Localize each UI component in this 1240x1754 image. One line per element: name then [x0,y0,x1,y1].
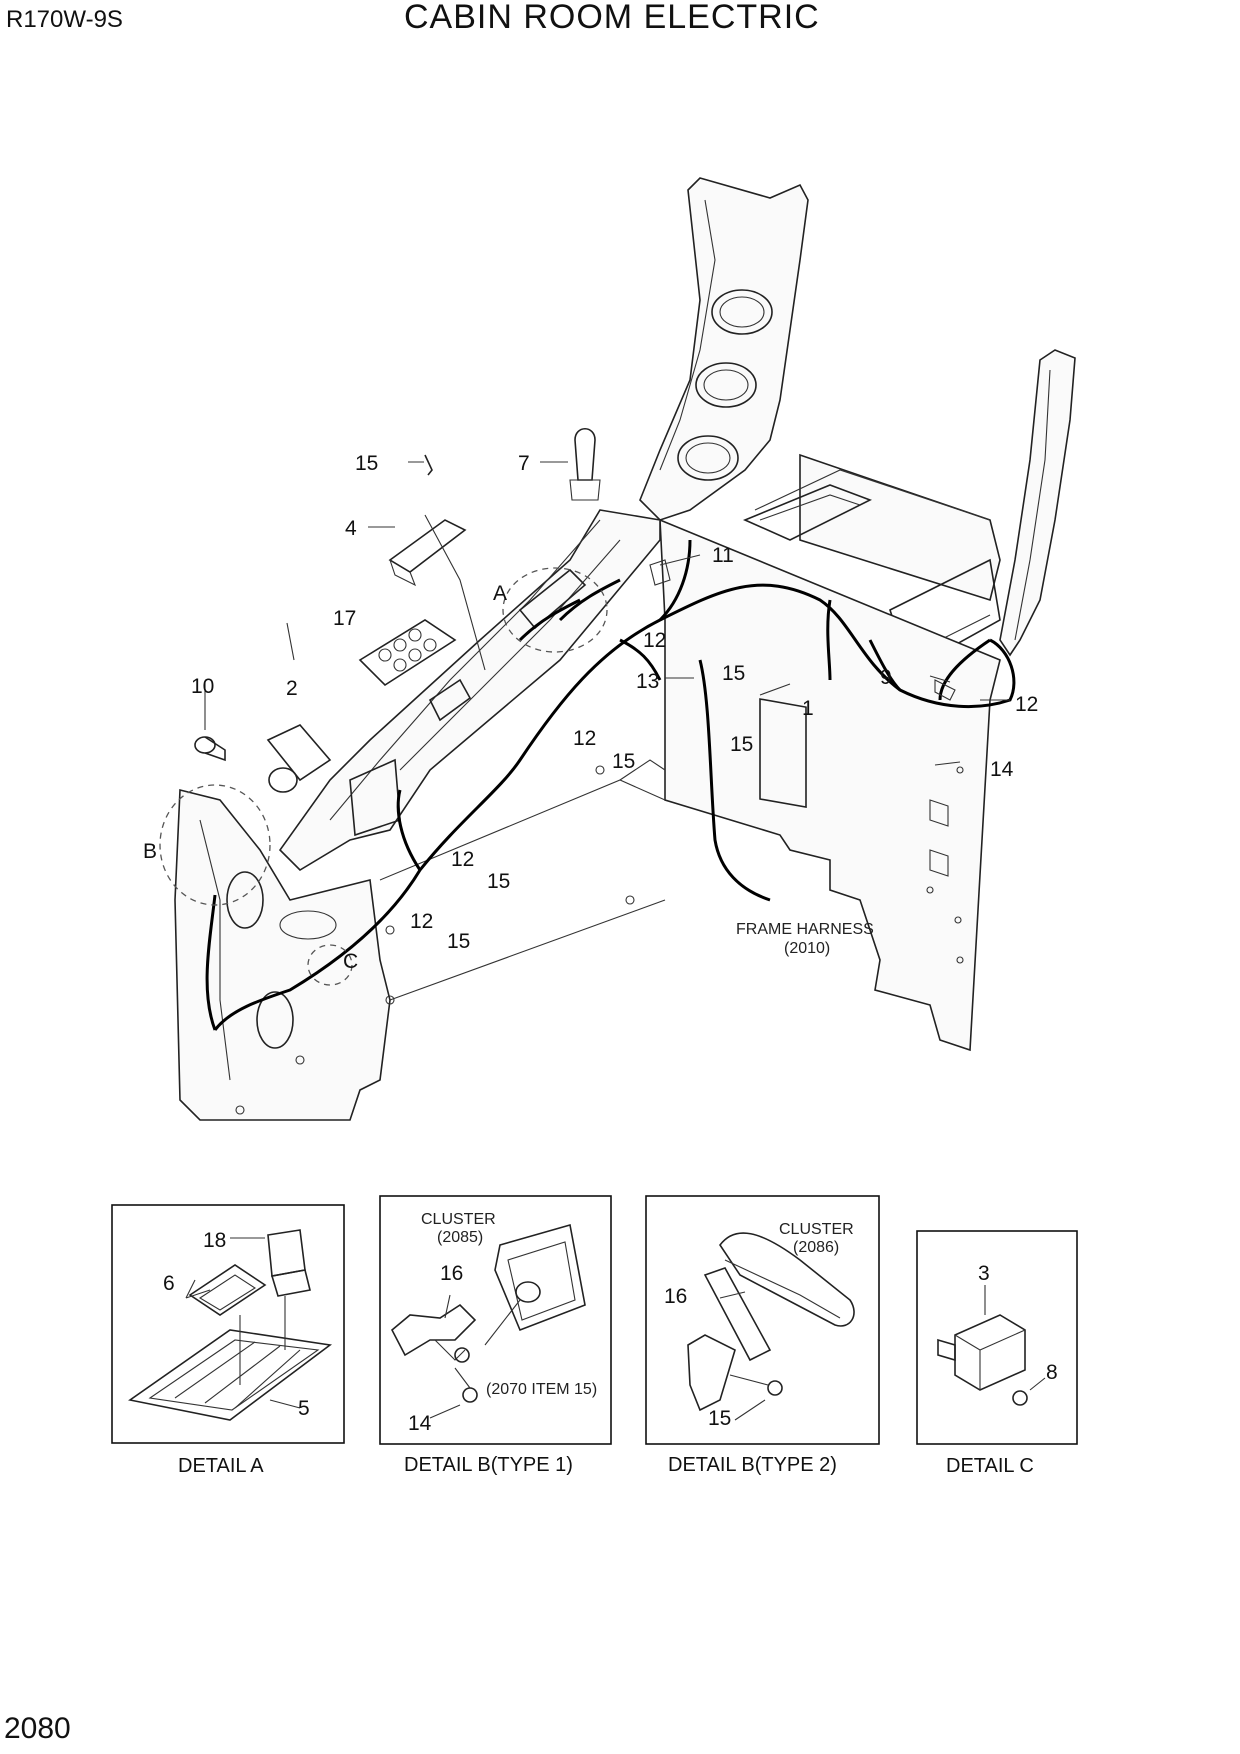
callout-7: 7 [518,452,530,475]
callout-C: C [343,950,358,973]
callout-B: B [143,840,157,863]
frame-harness-label: FRAME HARNESS [736,921,874,938]
detail-b1-cluster-ref: (2085) [437,1229,483,1246]
callout-14: 14 [990,758,1014,781]
callout-12-d: 12 [451,848,474,871]
detail-b2-cluster-label: CLUSTER [779,1221,854,1238]
detail-b1-callout-16: 16 [440,1262,463,1285]
detail-a-frame [111,1204,345,1444]
detail-c-caption: DETAIL C [946,1455,1034,1477]
cabin-assembly-drawing: HYUNDAI [159,177,1076,1121]
detail-b2-cluster-ref: (2086) [793,1239,839,1256]
page-number: 2080 [4,1712,71,1745]
detail-b-type1: CLUSTER (2085) 16 (2070 ITEM 15) 14 DETA… [379,1195,612,1476]
detail-b2-frame [645,1195,880,1445]
detail-c-callout-8: 8 [1046,1361,1058,1384]
callout-15-top: 15 [355,452,378,475]
detail-a-callout-18: 18 [203,1229,226,1252]
detail-c-frame [916,1230,1078,1445]
detail-b1-caption: DETAIL B(TYPE 1) [404,1454,573,1476]
detail-b-type2: CLUSTER (2086) 16 15 DETAIL B(TYPE 2) [645,1195,880,1476]
detail-c: 3 8 DETAIL C [916,1230,1078,1477]
detail-b2-caption: DETAIL B(TYPE 2) [668,1454,837,1476]
detail-b1-callout-14: 14 [408,1412,432,1435]
page-title: CABIN ROOM ELECTRIC [404,0,820,36]
detail-c-callout-3: 3 [978,1262,990,1285]
callout-12-c: 12 [573,727,596,750]
callout-A: A [493,582,507,605]
detail-a-callout-5: 5 [298,1397,310,1420]
detail-b1-cluster-label: CLUSTER [421,1211,496,1228]
detail-b2-callout-16: 16 [664,1285,687,1308]
detail-b1-frame [379,1195,612,1445]
callout-15-e: 15 [487,870,510,893]
callout-2: 2 [286,677,298,700]
callout-17: 17 [333,607,356,630]
callout-12-a: 12 [643,629,666,652]
detail-a-caption: DETAIL A [178,1455,264,1477]
callout-9: 9 [880,666,892,689]
callout-4: 4 [345,517,357,540]
callout-10: 10 [191,675,214,698]
detail-b2-callout-15: 15 [708,1407,731,1430]
callout-12-e: 12 [410,910,433,933]
main-callouts: 15 7 4 11 A 17 12 2 10 13 15 9 12 1 12 1… [143,452,1038,973]
detail-b1-note: (2070 ITEM 15) [486,1381,597,1398]
callout-15-d: 15 [612,750,635,773]
callout-1: 1 [802,697,814,720]
callout-15-f: 15 [447,930,470,953]
detail-a-callout-6: 6 [163,1272,175,1295]
model-code: R170W-9S [6,6,123,33]
callout-12-b: 12 [1015,693,1038,716]
callout-13: 13 [636,670,659,693]
callout-11: 11 [712,544,734,567]
frame-harness-ref: (2010) [784,940,830,957]
callout-15-b: 15 [722,662,745,685]
callout-15-c: 15 [730,733,753,756]
detail-a: 18 6 5 DETAIL A [111,1204,345,1477]
